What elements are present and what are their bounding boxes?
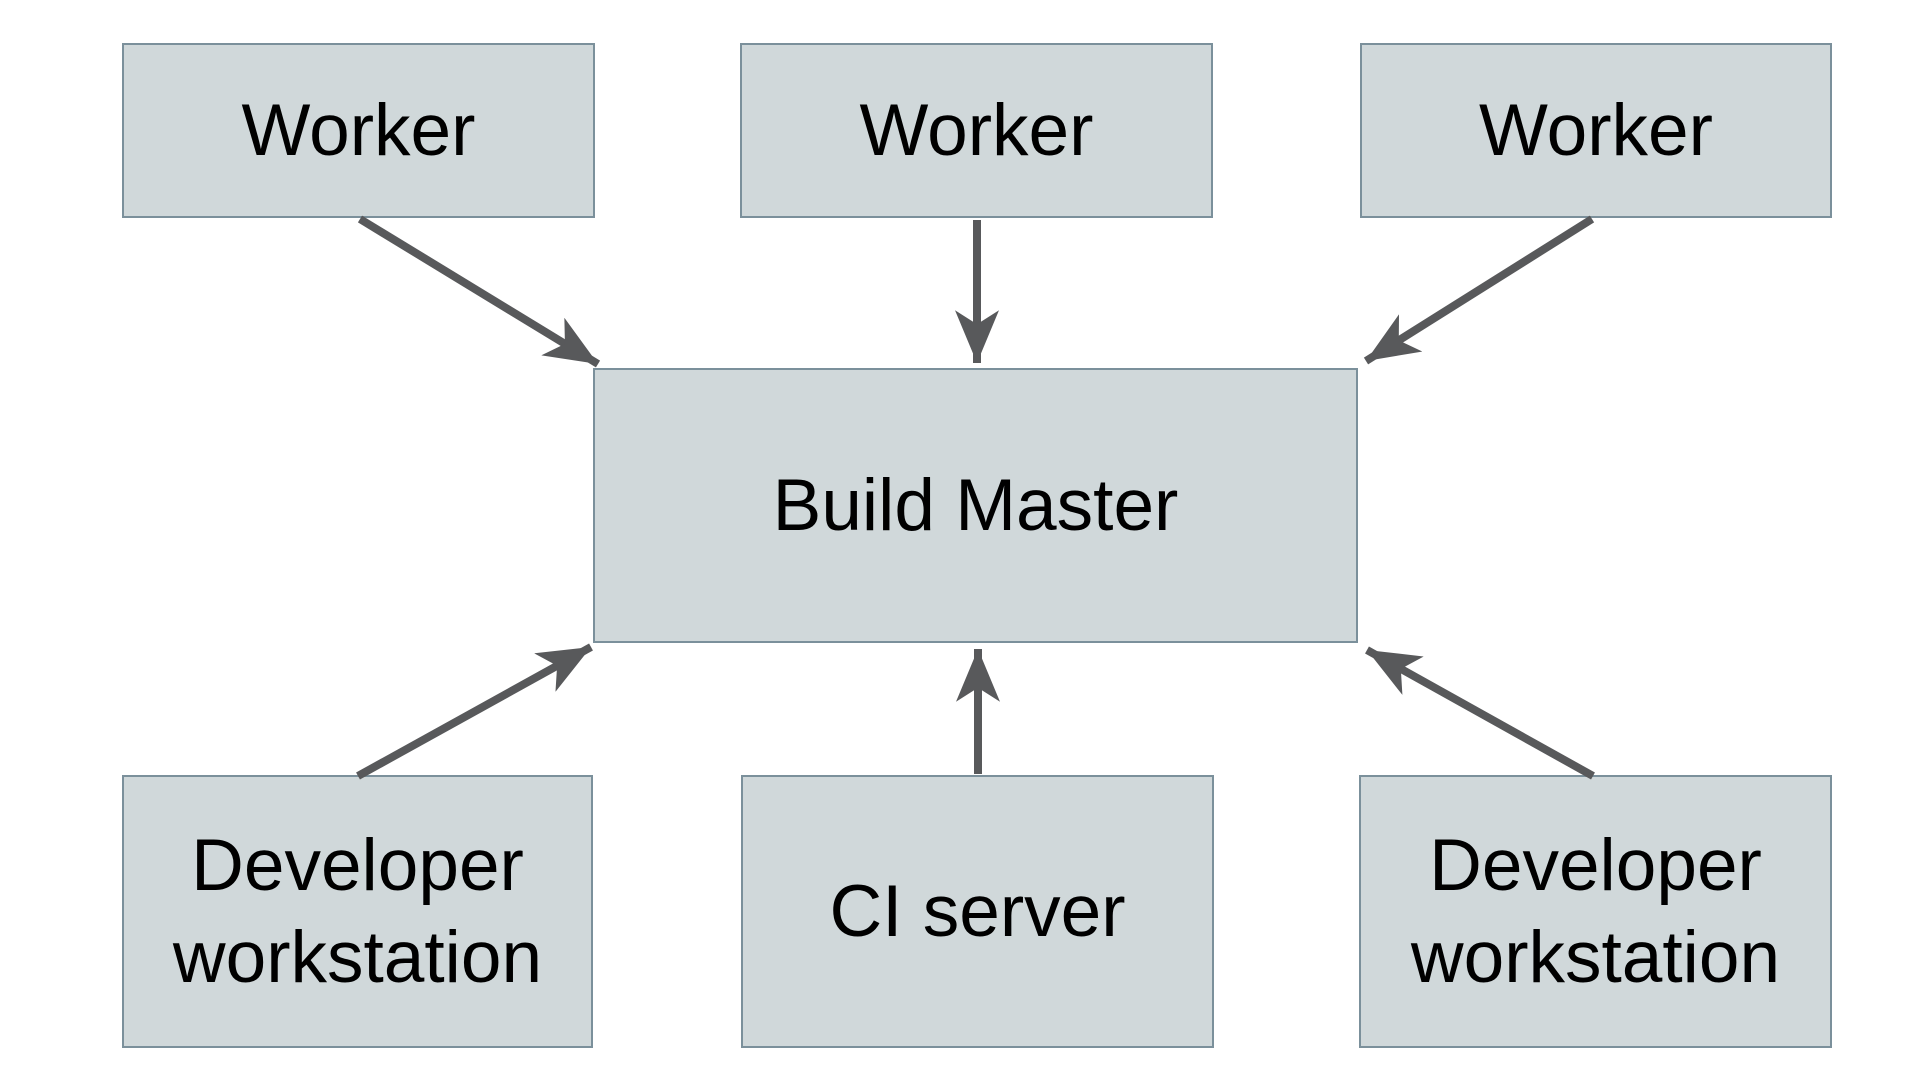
node-label: CI server xyxy=(829,870,1126,952)
node-label: Worker xyxy=(859,89,1094,171)
node-label: Developer workstation xyxy=(1410,824,1781,998)
node-label: Worker xyxy=(241,89,476,171)
node-build-master: Build Master xyxy=(593,368,1358,643)
node-label: Developer workstation xyxy=(172,824,543,998)
node-label: Build Master xyxy=(772,464,1179,546)
arrow-worker-1-to-build-master xyxy=(357,215,601,368)
node-worker-2: Worker xyxy=(740,43,1213,218)
node-developer-workstation-right: Developer workstation xyxy=(1359,775,1832,1048)
arrow-developer-workstation-right-to-build-master xyxy=(1365,646,1595,780)
arrow-worker-3-to-build-master xyxy=(1363,215,1595,365)
arrow-developer-workstation-left-to-build-master xyxy=(356,643,593,780)
node-worker-3: Worker xyxy=(1360,43,1832,218)
node-ci-server: CI server xyxy=(741,775,1214,1048)
node-worker-1: Worker xyxy=(122,43,595,218)
node-label: Worker xyxy=(1479,89,1713,171)
node-developer-workstation-left: Developer workstation xyxy=(122,775,593,1048)
